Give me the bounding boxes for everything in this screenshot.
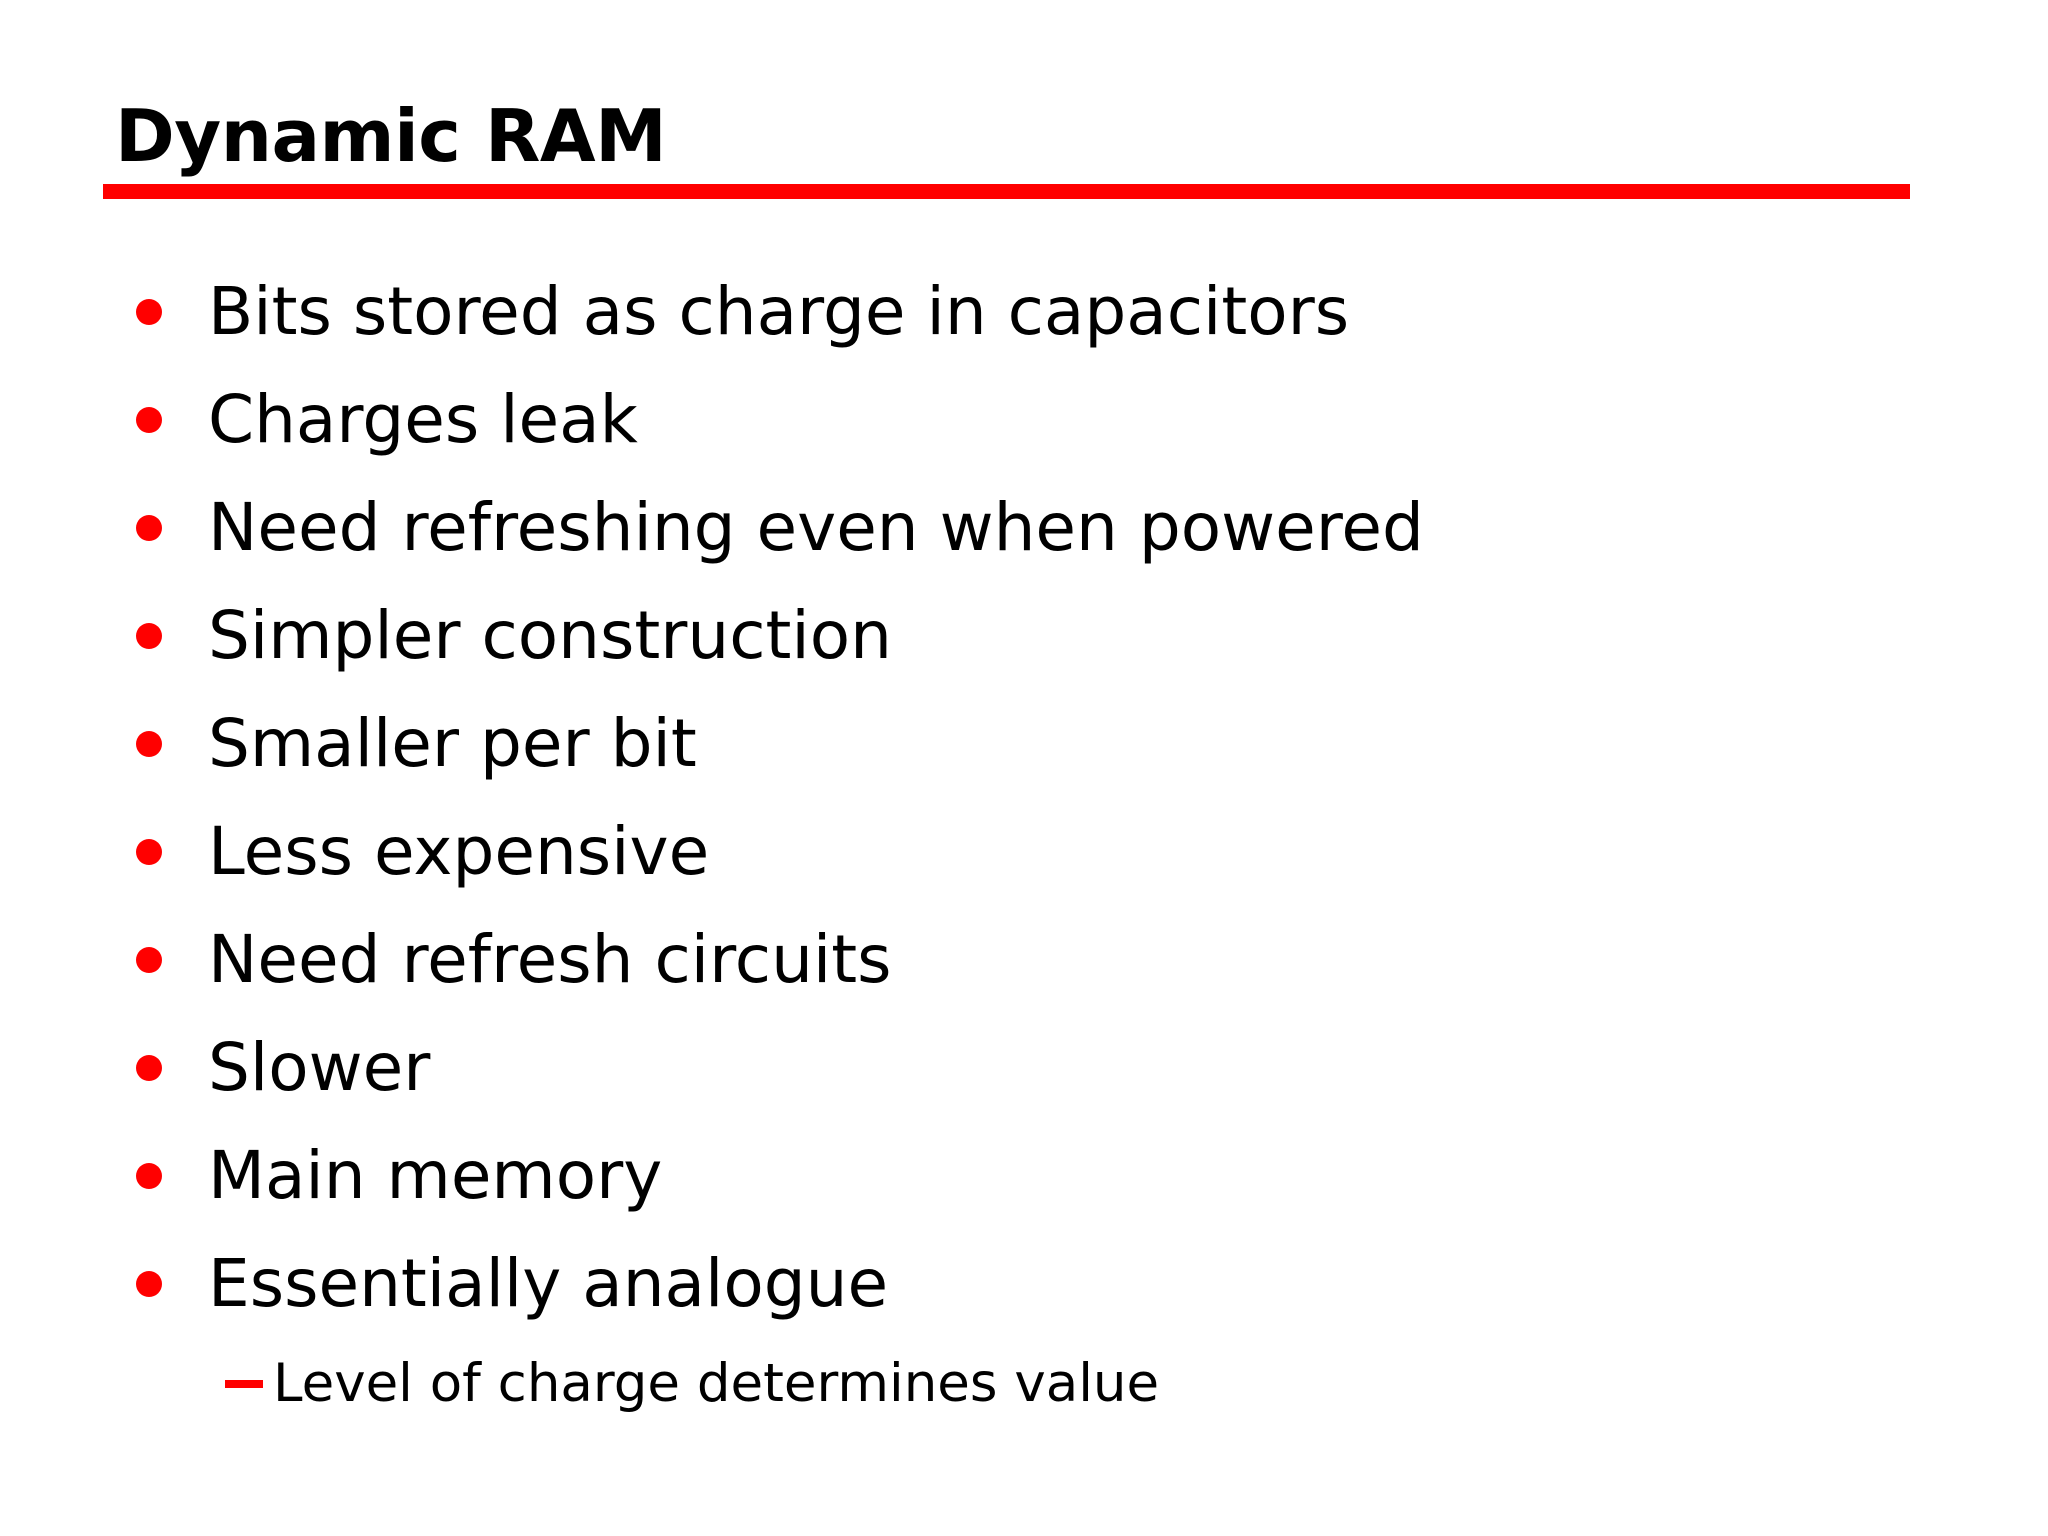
list-item: Slower — [103, 1014, 1983, 1122]
page-title: Dynamic RAM — [115, 94, 667, 178]
round-bullet-icon — [136, 623, 162, 649]
list-item: Main memory — [103, 1122, 1983, 1230]
list-item-label: Bits stored as charge in capacitors — [208, 273, 1350, 351]
list-item: Essentially analogue — [103, 1230, 1983, 1338]
round-bullet-icon — [136, 299, 162, 325]
round-bullet-icon — [136, 1055, 162, 1081]
round-bullet-icon — [136, 515, 162, 541]
bullet-list: Bits stored as charge in capacitors Char… — [103, 258, 1983, 1430]
list-item: Charges leak — [103, 366, 1983, 474]
list-item: Simpler construction — [103, 582, 1983, 690]
round-bullet-icon — [136, 731, 162, 757]
list-item-label: Simpler construction — [208, 597, 892, 675]
em-dash-icon — [225, 1380, 263, 1388]
round-bullet-icon — [136, 1163, 162, 1189]
round-bullet-icon — [136, 947, 162, 973]
list-item-label: Slower — [208, 1029, 431, 1107]
round-bullet-icon — [136, 1271, 162, 1297]
sub-list-item: Level of charge determines value — [103, 1338, 1983, 1430]
sub-list-item-label: Level of charge determines value — [273, 1353, 1160, 1415]
list-item-label: Smaller per bit — [208, 705, 697, 783]
list-item-label: Need refreshing even when powered — [208, 489, 1424, 567]
title-block: Dynamic RAM — [103, 100, 1913, 199]
list-item: Smaller per bit — [103, 690, 1983, 798]
list-item: Less expensive — [103, 798, 1983, 906]
list-item: Bits stored as charge in capacitors — [103, 258, 1983, 366]
round-bullet-icon — [136, 407, 162, 433]
list-item-label: Less expensive — [208, 813, 710, 891]
list-item-label: Need refresh circuits — [208, 921, 892, 999]
round-bullet-icon — [136, 839, 162, 865]
title-underline-rule — [103, 184, 1910, 199]
list-item-label: Essentially analogue — [208, 1245, 889, 1323]
list-item: Need refreshing even when powered — [103, 474, 1983, 582]
list-item-label: Main memory — [208, 1137, 663, 1215]
list-item: Need refresh circuits — [103, 906, 1983, 1014]
list-item-label: Charges leak — [208, 381, 638, 459]
